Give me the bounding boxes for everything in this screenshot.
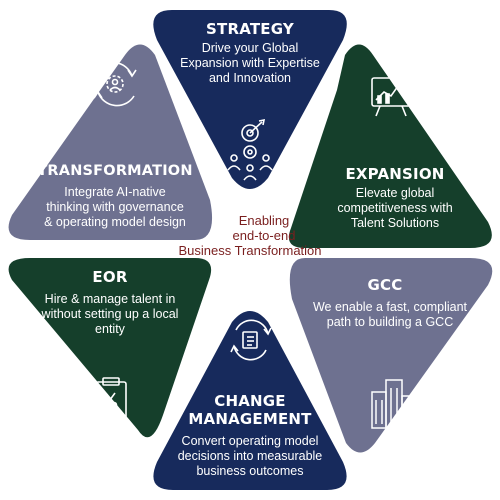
strategy-desc-line: and Innovation — [208, 71, 291, 85]
gcc-desc-line: We enable a fast, compliant — [312, 300, 468, 314]
strategy-description: Drive your Global Expansion with Experti… — [160, 41, 340, 86]
change-desc-line: decisions into measurable — [177, 449, 323, 463]
transformation-description: Integrate AI-native thinking with govern… — [20, 185, 210, 230]
expansion-title: EXPANSION — [345, 165, 445, 183]
gcc-segment — [289, 258, 493, 453]
process-cycle-icon — [230, 319, 272, 361]
change-desc-line: Convert operating model — [181, 434, 319, 448]
gcc-desc-line: path to building a GCC — [326, 315, 454, 329]
change-desc-line: business outcomes — [196, 464, 304, 478]
transformation-desc-line: Integrate AI-native — [64, 185, 166, 199]
transformation-desc-line: thinking with governance — [46, 200, 184, 214]
growth-chart-board-icon — [371, 77, 411, 117]
center-label-line3: Business Transformation — [178, 243, 322, 258]
expansion-desc-line: competitiveness with — [337, 201, 453, 215]
change-management-title: CHANGE MANAGEMENT — [170, 392, 330, 428]
transformation-title: TRANSFORMATION — [37, 163, 193, 179]
gcc-description: We enable a fast, compliant path to buil… — [295, 300, 485, 330]
transformation-segment — [8, 44, 213, 240]
gear-cycle-person-icon — [93, 61, 137, 107]
strategy-title: STRATEGY — [206, 20, 294, 38]
clipboard-percent-icon: % — [84, 377, 127, 421]
target-gears-team-icon — [227, 118, 273, 181]
change-title-line: CHANGE — [214, 392, 286, 410]
svg-text:%: % — [88, 399, 97, 409]
expansion-desc-line: Talent Solutions — [350, 216, 440, 230]
transformation-desc-line: & operating model design — [44, 215, 186, 229]
strategy-desc-line: Expansion with Expertise — [180, 56, 320, 70]
center-label-line2: end-to-end — [232, 228, 296, 243]
eor-desc-line: Hire & manage talent in — [44, 292, 176, 306]
center-label: Enabling end-to-end Business Transformat… — [160, 213, 340, 258]
strategy-desc-line: Drive your Global — [201, 41, 299, 55]
change-management-segment — [153, 311, 347, 490]
eor-segment — [8, 258, 212, 438]
expansion-description: Elevate global competitiveness with Tale… — [305, 186, 485, 231]
eor-desc-line: entity — [95, 322, 125, 336]
eor-description: Hire & manage talent in without setting … — [20, 292, 200, 337]
center-label-line1: Enabling — [238, 213, 290, 228]
gcc-title: GCC — [367, 276, 403, 294]
expansion-desc-line: Elevate global — [355, 186, 435, 200]
change-management-description: Convert operating model decisions into m… — [160, 434, 340, 479]
eor-title: EOR — [92, 268, 128, 286]
change-title-line: MANAGEMENT — [188, 410, 312, 428]
eor-desc-line: without setting up a local — [41, 307, 179, 321]
office-buildings-icon — [371, 379, 415, 429]
strategy-segment — [153, 10, 347, 189]
expansion-segment — [288, 44, 492, 248]
